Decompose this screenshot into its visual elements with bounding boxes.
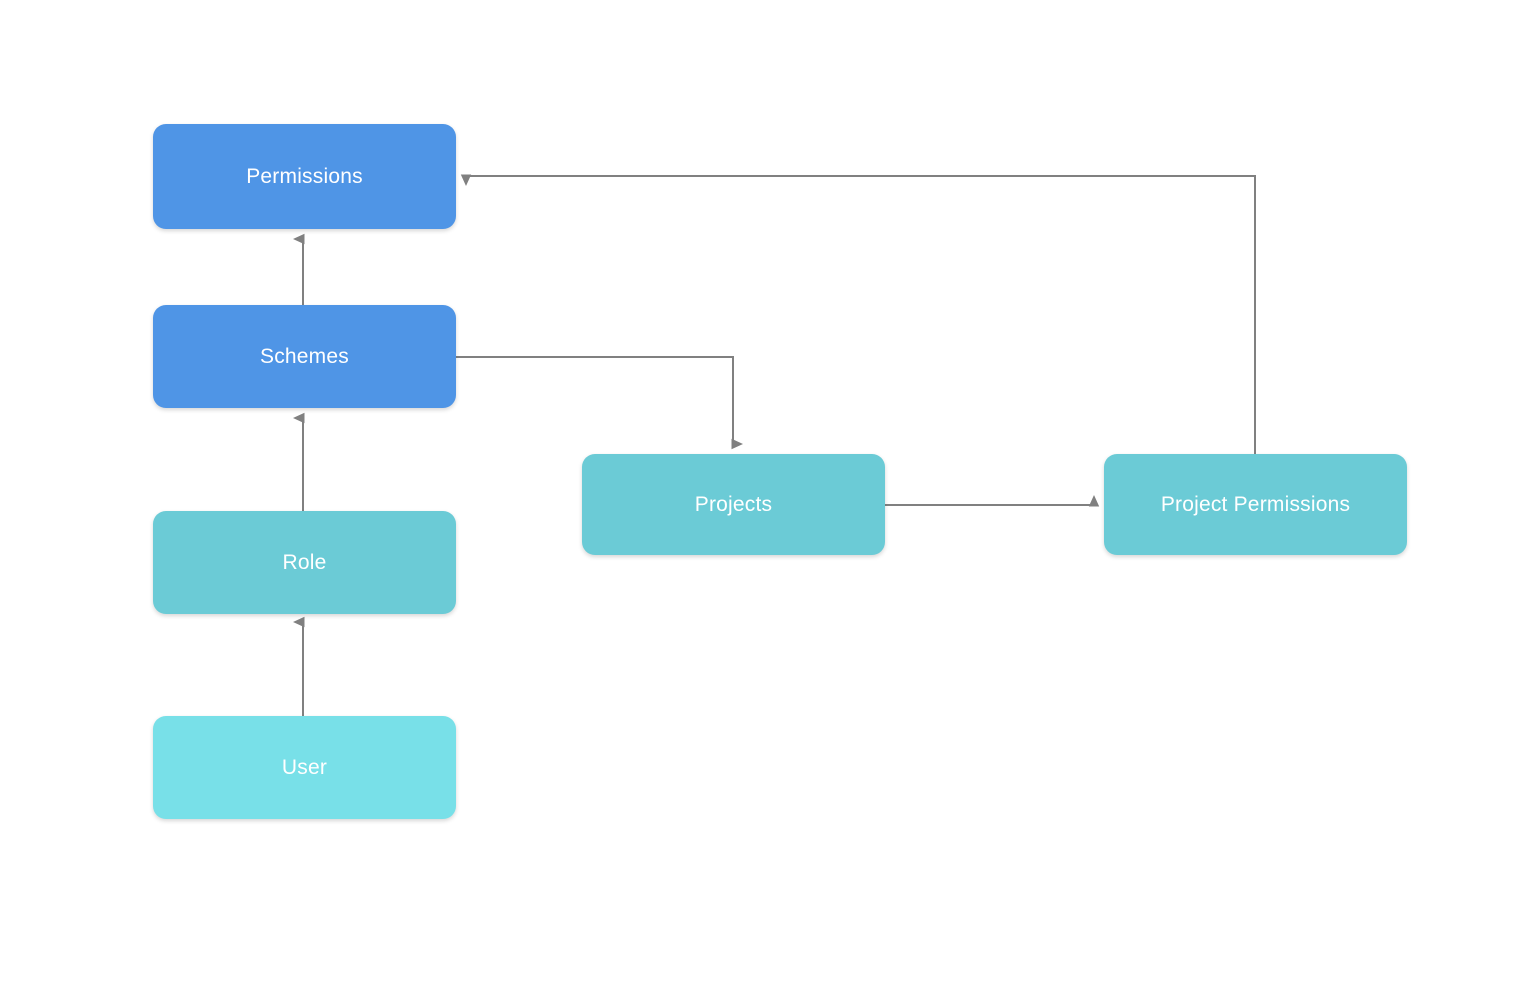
connector-project-permissions-to-permissions — [460, 174, 1256, 454]
node-label-project-permissions: Project Permissions — [1160, 492, 1351, 516]
node-label-permissions: Permissions — [246, 164, 363, 188]
node-schemes[interactable]: Schemes — [153, 305, 456, 408]
node-permissions[interactable]: Permissions — [153, 124, 456, 229]
node-label-role: Role — [282, 550, 327, 574]
node-label-schemes: Schemes — [260, 344, 349, 368]
node-label-user: User — [281, 755, 328, 779]
node-project-permissions[interactable]: Project Permissions — [1104, 454, 1407, 555]
connector-schemes-to-projects — [456, 356, 743, 450]
node-projects[interactable]: Projects — [582, 454, 885, 555]
node-user[interactable]: User — [153, 716, 456, 819]
node-role[interactable]: Role — [153, 511, 456, 614]
node-label-projects: Projects — [694, 492, 773, 516]
